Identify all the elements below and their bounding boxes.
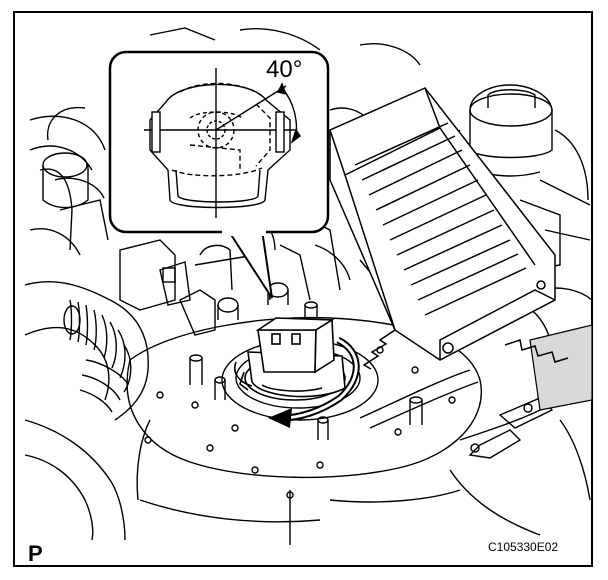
ecu-module <box>329 87 569 370</box>
rotation-arrow <box>268 336 360 428</box>
figure-code: C105330E02 <box>488 540 559 554</box>
inset-connector-top-view <box>144 68 301 218</box>
shaded-panel <box>529 324 593 411</box>
callout-inset <box>108 50 330 299</box>
section-mark: P <box>28 541 43 566</box>
fuel-pump-connector <box>234 317 346 401</box>
angle-label: 40° <box>266 56 303 83</box>
